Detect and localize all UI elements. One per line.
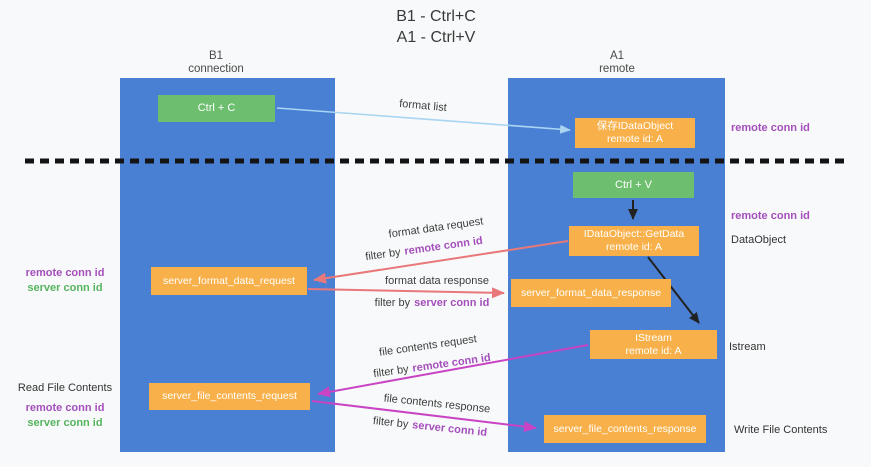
arrow-format-data-response — [307, 287, 505, 299]
remote-conn-id-highlight: remote conn id — [403, 234, 484, 258]
lane-a1-subtitle: remote — [599, 63, 635, 75]
right-label-write-file-contents: Write File Contents — [734, 424, 828, 436]
node-ctrl-c-label: Ctrl + C — [197, 102, 236, 114]
node-server-file-contents-response: server_file_contents_response — [544, 415, 706, 443]
node-istream-line2: remote id: A — [625, 344, 682, 357]
label-format-list: format list — [398, 97, 448, 115]
node-getdata-line2: remote id: A — [605, 241, 663, 253]
filter-by-text: filter by — [364, 246, 402, 264]
node-save-idataobject-line2: remote id: A — [606, 133, 664, 145]
left-remote-conn-id-1: remote conn id — [25, 267, 105, 279]
node-save-idataobject: 保存IDataObject remote id: A — [575, 118, 695, 148]
node-idataobject-getdata: IDataObject::GetData remote id: A — [569, 226, 699, 256]
lane-header-b1: B1 connection — [150, 50, 282, 76]
node-ctrl-v-label: Ctrl + V — [615, 178, 652, 191]
lane-header-a1: A1 remote — [551, 50, 683, 76]
title-line-2: A1 - Ctrl+V — [396, 29, 476, 46]
left-server-conn-id-1: server conn id — [27, 282, 103, 294]
node-ctrl-v: Ctrl + V — [573, 172, 694, 198]
lane-b1-subtitle: connection — [188, 63, 244, 75]
filter-by-text: filter by — [372, 415, 409, 431]
node-format-request-label: server_format_data_request — [163, 274, 295, 287]
node-server-format-data-request: server_format_data_request — [151, 267, 307, 295]
server-conn-id-highlight: server conn id — [414, 297, 490, 309]
node-istream-line1: IStream — [635, 331, 672, 344]
right-label-dataobject: DataObject — [731, 234, 787, 246]
diagram-title: B1 - Ctrl+C A1 - Ctrl+V — [300, 6, 572, 48]
node-server-file-contents-request: server_file_contents_request — [149, 383, 310, 410]
server-conn-id-highlight: server conn id — [411, 419, 488, 439]
node-format-response-label: server_format_data_response — [520, 286, 662, 299]
node-file-request-label: server_file_contents_request — [162, 390, 297, 402]
left-label-read-file-contents: Read File Contents — [17, 382, 113, 394]
node-file-response-label: server_file_contents_response — [553, 422, 697, 435]
label-file-contents-response: file contents response — [383, 392, 491, 416]
left-server-conn-id-2: server conn id — [27, 417, 103, 429]
right-label-remote-conn-id-1: remote conn id — [731, 122, 810, 134]
filter-by-text: filter by — [374, 297, 411, 309]
right-label-istream: Istream — [729, 341, 766, 353]
lane-b1-name: B1 — [208, 50, 224, 62]
node-ctrl-c: Ctrl + C — [158, 95, 275, 122]
node-server-format-data-response: server_format_data_response — [511, 279, 671, 307]
left-label-conn-ids-2: remote conn id server conn id — [14, 401, 116, 431]
right-label-remote-conn-id-2: remote conn id — [731, 210, 810, 222]
label-format-data-response: format data response — [385, 275, 489, 287]
remote-conn-id-highlight: remote conn id — [411, 351, 492, 375]
node-save-idataobject-line1: 保存IDataObject — [596, 120, 674, 132]
left-remote-conn-id-2: remote conn id — [25, 402, 105, 414]
filter-by-text: filter by — [372, 363, 410, 381]
title-line-1: B1 - Ctrl+C — [396, 8, 476, 25]
node-getdata-line1: IDataObject::GetData — [583, 228, 685, 240]
left-label-conn-ids-1: remote conn id server conn id — [14, 266, 116, 296]
lane-a1-name: A1 — [609, 50, 625, 62]
node-istream: IStream remote id: A — [590, 330, 717, 359]
